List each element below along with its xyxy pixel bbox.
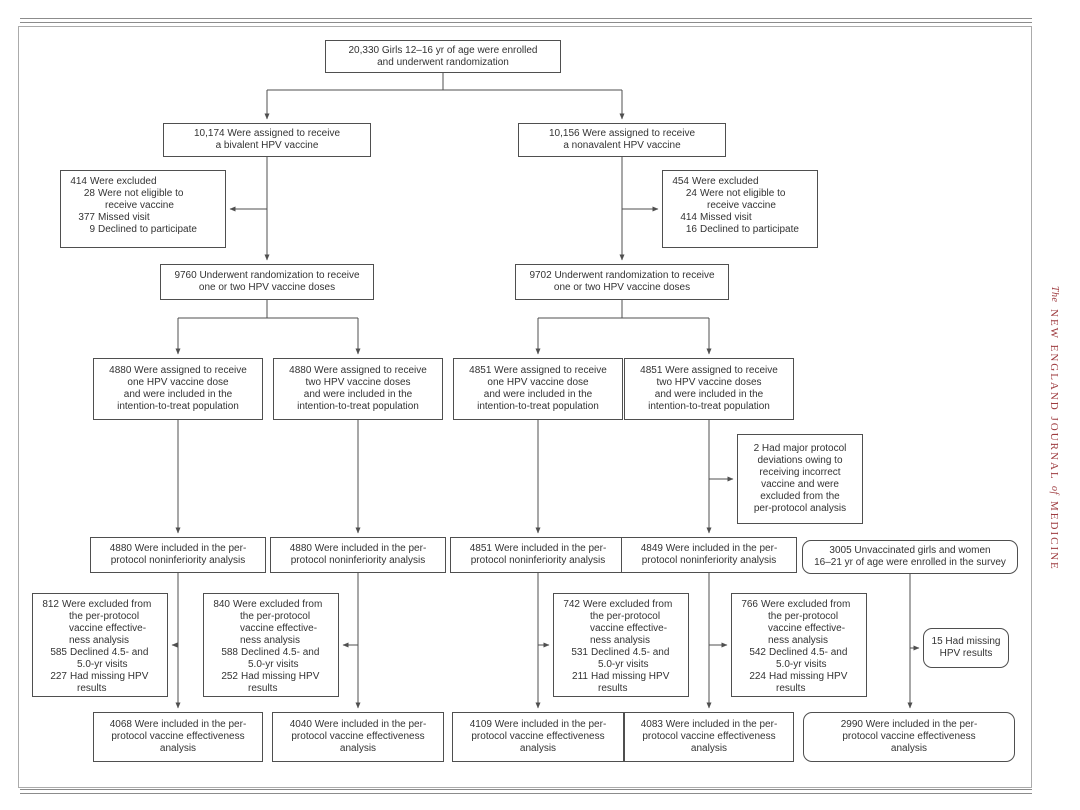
box-assigned-bivalent-text: 10,174 Were assigned to receive a bivale… [193, 128, 340, 151]
box-protocol-deviation-text: 2 Had major protocol deviations owing to… [753, 443, 847, 514]
box-randomized-nonavalent-doses: 9702 Underwent randomization to receive … [515, 264, 729, 300]
box-protocol-deviation: 2 Had major protocol deviations owing to… [737, 434, 863, 524]
top-double-rule [20, 18, 1032, 23]
box-missing-hpv-results-text: 15 Had missing HPV results [931, 636, 1001, 659]
box-effectiveness-nonavalent-one-text: 4109 Were included in the per- protocol … [469, 719, 607, 754]
box-assigned-bivalent: 10,174 Were assigned to receive a bivale… [163, 123, 371, 157]
box-randomized-bivalent-doses-text: 9760 Underwent randomization to receive … [174, 270, 360, 293]
box-effectiveness-nonavalent-one: 4109 Were included in the per- protocol … [452, 712, 624, 762]
box-effectiveness-survey: 2990 Were included in the per- protocol … [803, 712, 1015, 762]
box-itt-two-doses-bivalent: 4880 Were assigned to receive two HPV va… [273, 358, 443, 420]
box-randomized-nonavalent-doses-text: 9702 Underwent randomization to receive … [529, 270, 715, 293]
box-assigned-nonavalent-text: 10,156 Were assigned to receive a nonava… [548, 128, 695, 151]
box-itt-two-doses-bivalent-text: 4880 Were assigned to receive two HPV va… [289, 365, 427, 412]
masthead-the: The [1049, 286, 1060, 303]
box-noninferiority-bivalent-two: 4880 Were included in the per- protocol … [270, 537, 446, 573]
box-survey-unvaccinated: 3005 Unvaccinated girls and women 16–21 … [802, 540, 1018, 574]
box-itt-one-dose-bivalent: 4880 Were assigned to receive one HPV va… [93, 358, 263, 420]
box-effectiveness-bivalent-one-text: 4068 Were included in the per- protocol … [109, 719, 247, 754]
box-effectiveness-survey-text: 2990 Were included in the per- protocol … [840, 719, 978, 754]
masthead-new-england-journal: NEW ENGLAND JOURNAL [1048, 308, 1060, 481]
box-effectiveness-nonavalent-two: 4083 Were included in the per- protocol … [624, 712, 794, 762]
masthead-medicine: MEDICINE [1048, 500, 1060, 571]
box-noninferiority-bivalent-one-text: 4880 Were included in the per- protocol … [109, 543, 247, 566]
box-noninferiority-bivalent-two-text: 4880 Were included in the per- protocol … [289, 543, 427, 566]
box-missing-hpv-results: 15 Had missing HPV results [923, 628, 1009, 668]
box-enrolled-randomized-text: 20,330 Girls 12–16 yr of age were enroll… [348, 44, 538, 68]
journal-masthead-vertical: TheNEW ENGLAND JOURNAL ofMEDICINE [1034, 283, 1060, 663]
bottom-double-rule [20, 789, 1032, 794]
box-effectiveness-bivalent-two-text: 4040 Were included in the per- protocol … [289, 719, 427, 754]
box-effectiveness-nonavalent-two-text: 4083 Were included in the per- protocol … [640, 719, 778, 754]
box-noninferiority-nonavalent-two: 4849 Were included in the per- protocol … [621, 537, 797, 573]
box-itt-one-dose-nonavalent: 4851 Were assigned to receive one HPV va… [453, 358, 623, 420]
box-enrolled-randomized: 20,330 Girls 12–16 yr of age were enroll… [325, 40, 561, 73]
box-randomized-bivalent-doses: 9760 Underwent randomization to receive … [160, 264, 374, 300]
box-noninferiority-bivalent-one: 4880 Were included in the per- protocol … [90, 537, 266, 573]
box-effectiveness-bivalent-two: 4040 Were included in the per- protocol … [272, 712, 444, 762]
box-itt-two-doses-nonavalent-text: 4851 Were assigned to receive two HPV va… [640, 365, 778, 412]
box-assigned-nonavalent: 10,156 Were assigned to receive a nonava… [518, 123, 726, 157]
box-itt-one-dose-nonavalent-text: 4851 Were assigned to receive one HPV va… [469, 365, 607, 412]
box-noninferiority-nonavalent-one-text: 4851 Were included in the per- protocol … [469, 543, 607, 566]
box-effectiveness-bivalent-one: 4068 Were included in the per- protocol … [93, 712, 263, 762]
box-survey-unvaccinated-text: 3005 Unvaccinated girls and women 16–21 … [814, 545, 1006, 568]
box-noninferiority-nonavalent-one: 4851 Were included in the per- protocol … [450, 537, 626, 573]
masthead-of: of [1049, 486, 1060, 495]
box-itt-two-doses-nonavalent: 4851 Were assigned to receive two HPV va… [624, 358, 794, 420]
box-noninferiority-nonavalent-two-text: 4849 Were included in the per- protocol … [640, 543, 778, 566]
box-itt-one-dose-bivalent-text: 4880 Were assigned to receive one HPV va… [109, 365, 247, 412]
